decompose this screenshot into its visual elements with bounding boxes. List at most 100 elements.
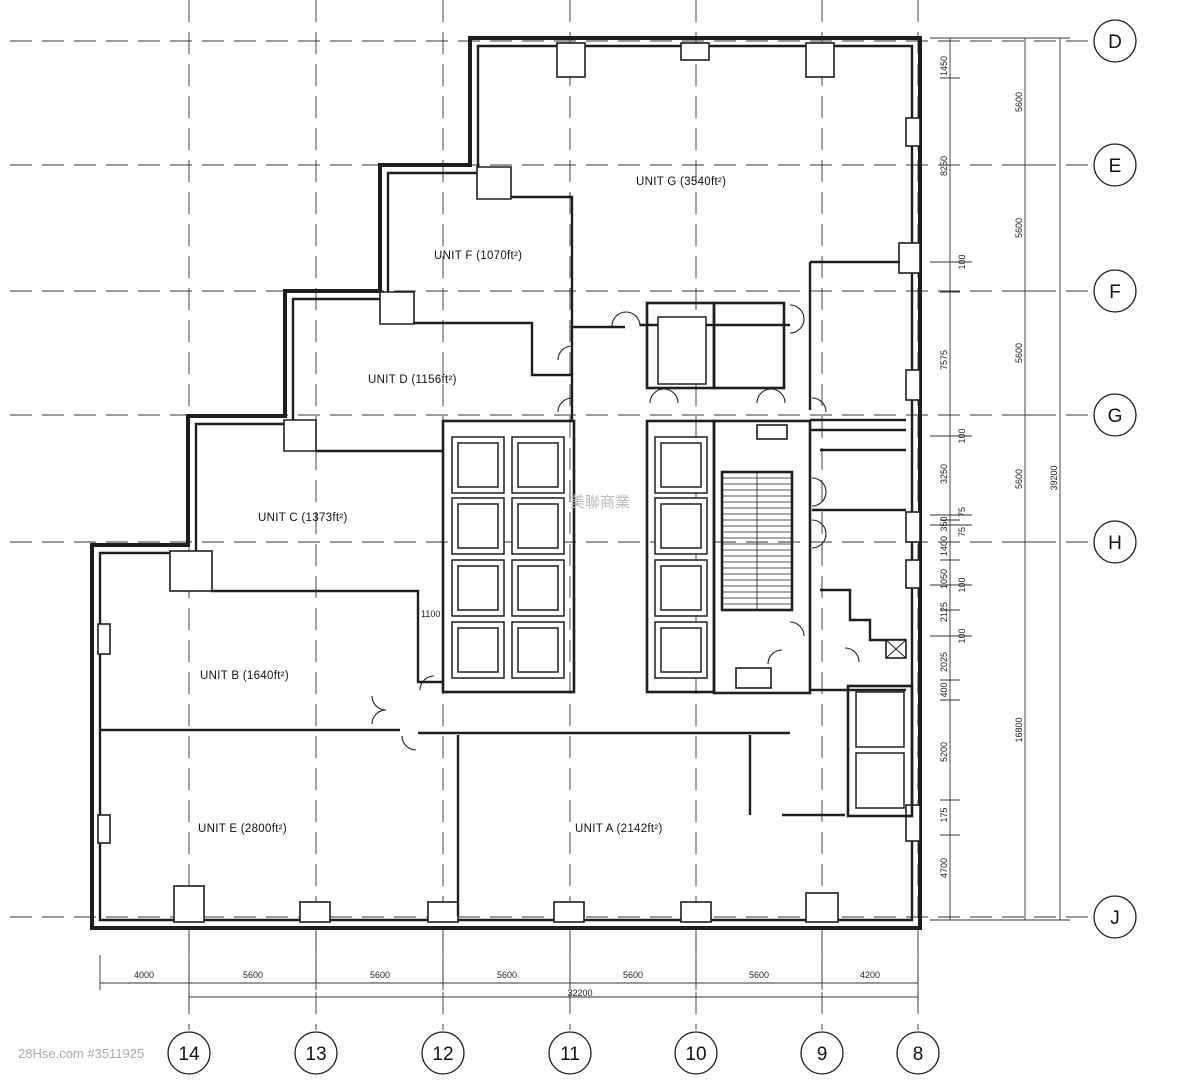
- axis-label: E: [1109, 156, 1122, 177]
- dimension-label: 3250: [939, 464, 949, 484]
- column: [379, 291, 415, 325]
- column: [556, 42, 586, 78]
- column: [905, 559, 921, 589]
- column: [299, 901, 331, 923]
- unit-label: UNIT G (3540ft²): [636, 176, 726, 188]
- bottom-dimensions: [99, 935, 919, 1005]
- lift-frame: [457, 503, 499, 549]
- dimension-label: 1050: [939, 569, 949, 589]
- right-dimensions: [930, 37, 1070, 921]
- column: [283, 419, 317, 452]
- lift-frame: [660, 442, 702, 488]
- doors: [371, 304, 860, 751]
- column: [905, 511, 921, 543]
- lift-frame: [457, 442, 499, 488]
- dimension-label: 5200: [939, 742, 949, 762]
- axis-label: 11: [560, 1044, 580, 1065]
- column: [476, 166, 512, 200]
- lift-frame: [517, 442, 559, 488]
- dimension-label: 100: [957, 577, 967, 592]
- dimension-label: 5600: [1014, 218, 1024, 238]
- column: [173, 885, 205, 923]
- lift-frame: [660, 627, 702, 673]
- dimension-label: 4000: [134, 970, 154, 980]
- dimension-label: 5600: [1014, 469, 1024, 489]
- lift-shafts: [451, 436, 708, 679]
- dimension-label: 5600: [370, 970, 390, 980]
- dimension-label: 7575: [939, 350, 949, 370]
- column: [553, 901, 585, 923]
- lift-frame: [517, 503, 559, 549]
- column: [427, 901, 459, 923]
- dimension-label: 5600: [623, 970, 643, 980]
- dimension-label: 8250: [939, 156, 949, 176]
- dimension-label: 100: [957, 628, 967, 643]
- column: [169, 550, 213, 592]
- dimension-label: 5600: [1014, 343, 1024, 363]
- dimension-label: 2125: [939, 602, 949, 622]
- axis-label: H: [1108, 533, 1122, 554]
- axis-label: D: [1108, 32, 1122, 53]
- columns: [97, 42, 921, 923]
- core: [441, 301, 914, 818]
- stair-treads: [722, 477, 792, 605]
- lift-frame: [660, 565, 702, 611]
- axis-label: J: [1110, 908, 1120, 929]
- column: [805, 892, 839, 923]
- axis-label: F: [1109, 282, 1121, 303]
- outer-walls: [90, 36, 922, 930]
- dimension-label: 175: [939, 807, 949, 822]
- dimension-label: 5600: [749, 970, 769, 980]
- dimension-label: 350: [939, 516, 949, 531]
- unit-label: UNIT D (1156ft²): [368, 374, 457, 386]
- dimension-label: 400: [939, 682, 949, 697]
- axis-label: 8: [913, 1044, 924, 1065]
- axis-label: 10: [685, 1044, 706, 1065]
- column: [898, 242, 921, 274]
- watermark: 美聯商業: [570, 493, 630, 511]
- column: [905, 117, 921, 147]
- dimension-label: 1450: [939, 56, 949, 76]
- dimension-label: 5600: [243, 970, 263, 980]
- dimension-label: 100: [957, 254, 967, 269]
- unit-label: UNIT C (1373ft²): [258, 512, 348, 524]
- dimension-label: 4200: [860, 970, 880, 980]
- lift-frame: [660, 503, 702, 549]
- axis-label: 13: [305, 1044, 326, 1065]
- column: [97, 623, 111, 655]
- unit-label: UNIT A (2142ft²): [575, 823, 663, 835]
- fixtures: [735, 424, 907, 689]
- axis-bubbles-right: D E F G H J: [1093, 19, 1137, 939]
- dimension-label: 5600: [497, 970, 517, 980]
- lift-frame: [457, 627, 499, 673]
- unit-label: UNIT B (1640ft²): [200, 670, 289, 682]
- lift-frame: [517, 627, 559, 673]
- lift-frame: [517, 565, 559, 611]
- axis-label: 14: [178, 1044, 200, 1065]
- dimension-total: 32200: [567, 988, 592, 998]
- dimension-label: 75: [957, 527, 967, 537]
- axis-label: G: [1108, 406, 1123, 427]
- axis-bubbles-bottom: 14 13 12 11 10 9 8: [167, 1031, 940, 1075]
- dimension-label: 16800: [1014, 717, 1024, 742]
- unit-label: UNIT F (1070ft²): [434, 250, 522, 262]
- column: [905, 369, 921, 401]
- column: [680, 42, 710, 61]
- dimension-label: 2025: [939, 652, 949, 672]
- dimension-total: 39200: [1049, 465, 1059, 490]
- dimension-label: 5600: [1014, 92, 1024, 112]
- dimension-label: 1400: [939, 536, 949, 556]
- axis-label: 9: [817, 1044, 828, 1065]
- dimension-label: 75: [957, 507, 967, 517]
- axis-label: 12: [432, 1044, 453, 1065]
- column: [680, 901, 712, 923]
- right-dimension-labels: 1450 8250 7575 3250 350 1400 1050 2125 2…: [939, 56, 1059, 878]
- column: [805, 42, 835, 78]
- dimension-label: 4700: [939, 858, 949, 878]
- credit-text: 28Hse.com #3511925: [18, 1046, 144, 1061]
- column: [97, 814, 111, 844]
- unit-label: UNIT E (2800ft²): [198, 823, 287, 835]
- dimension-label: 100: [957, 428, 967, 443]
- lift-frame: [457, 565, 499, 611]
